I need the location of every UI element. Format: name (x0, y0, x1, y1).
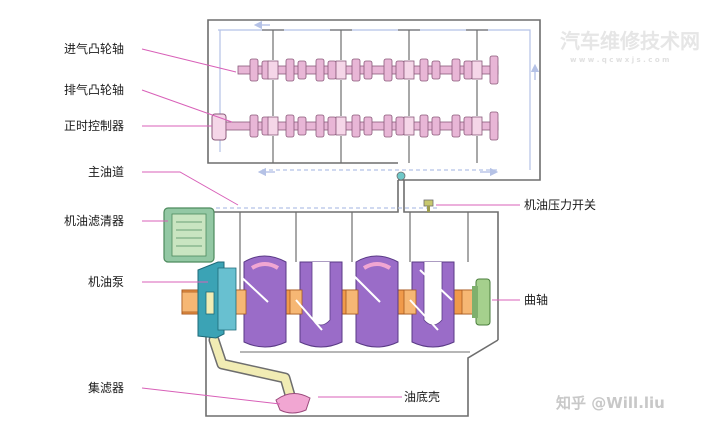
label-oil-filter: 机油滤清器 (64, 214, 124, 228)
oil-strainer (275, 393, 311, 414)
camshaft-oil-feeds (262, 29, 488, 163)
label-intake-camshaft: 进气凸轮轴 (64, 41, 124, 56)
main-oil-gallery (210, 171, 499, 340)
exhaust-camshaft (211, 111, 499, 141)
label-oil-pressure-switch: 机油压力开关 (524, 198, 596, 212)
oil-pickup-tube (208, 334, 298, 408)
label-exhaust-camshaft: 排气凸轮轴 (64, 82, 124, 97)
label-oil-pan: 油底壳 (404, 389, 440, 404)
head-oil-housing (207, 19, 541, 181)
label-main-oil-gallery: 主油道 (88, 165, 124, 179)
crankcase-and-oil-pan (205, 290, 499, 417)
watermark-site: 汽车维修技术网 (560, 29, 700, 53)
intake-camshaft (237, 55, 499, 85)
head-flow-arrows (253, 20, 540, 177)
flywheel (472, 278, 491, 326)
label-timing-controller: 正时控制器 (64, 119, 124, 133)
label-crankshaft: 曲轴 (524, 292, 548, 307)
watermark-url: w w w . q c w x j s . c o m (570, 56, 669, 64)
watermark-author: 知乎 @Will.liu (556, 394, 665, 412)
oil-pump (197, 261, 237, 339)
leader-lines (141, 48, 520, 405)
oil-pressure-switch (423, 199, 434, 212)
bearing-feed-passages (239, 212, 469, 290)
oil-filter (163, 207, 215, 263)
label-oil-strainer: 集滤器 (88, 380, 124, 395)
label-oil-pump: 机油泵 (88, 275, 124, 289)
